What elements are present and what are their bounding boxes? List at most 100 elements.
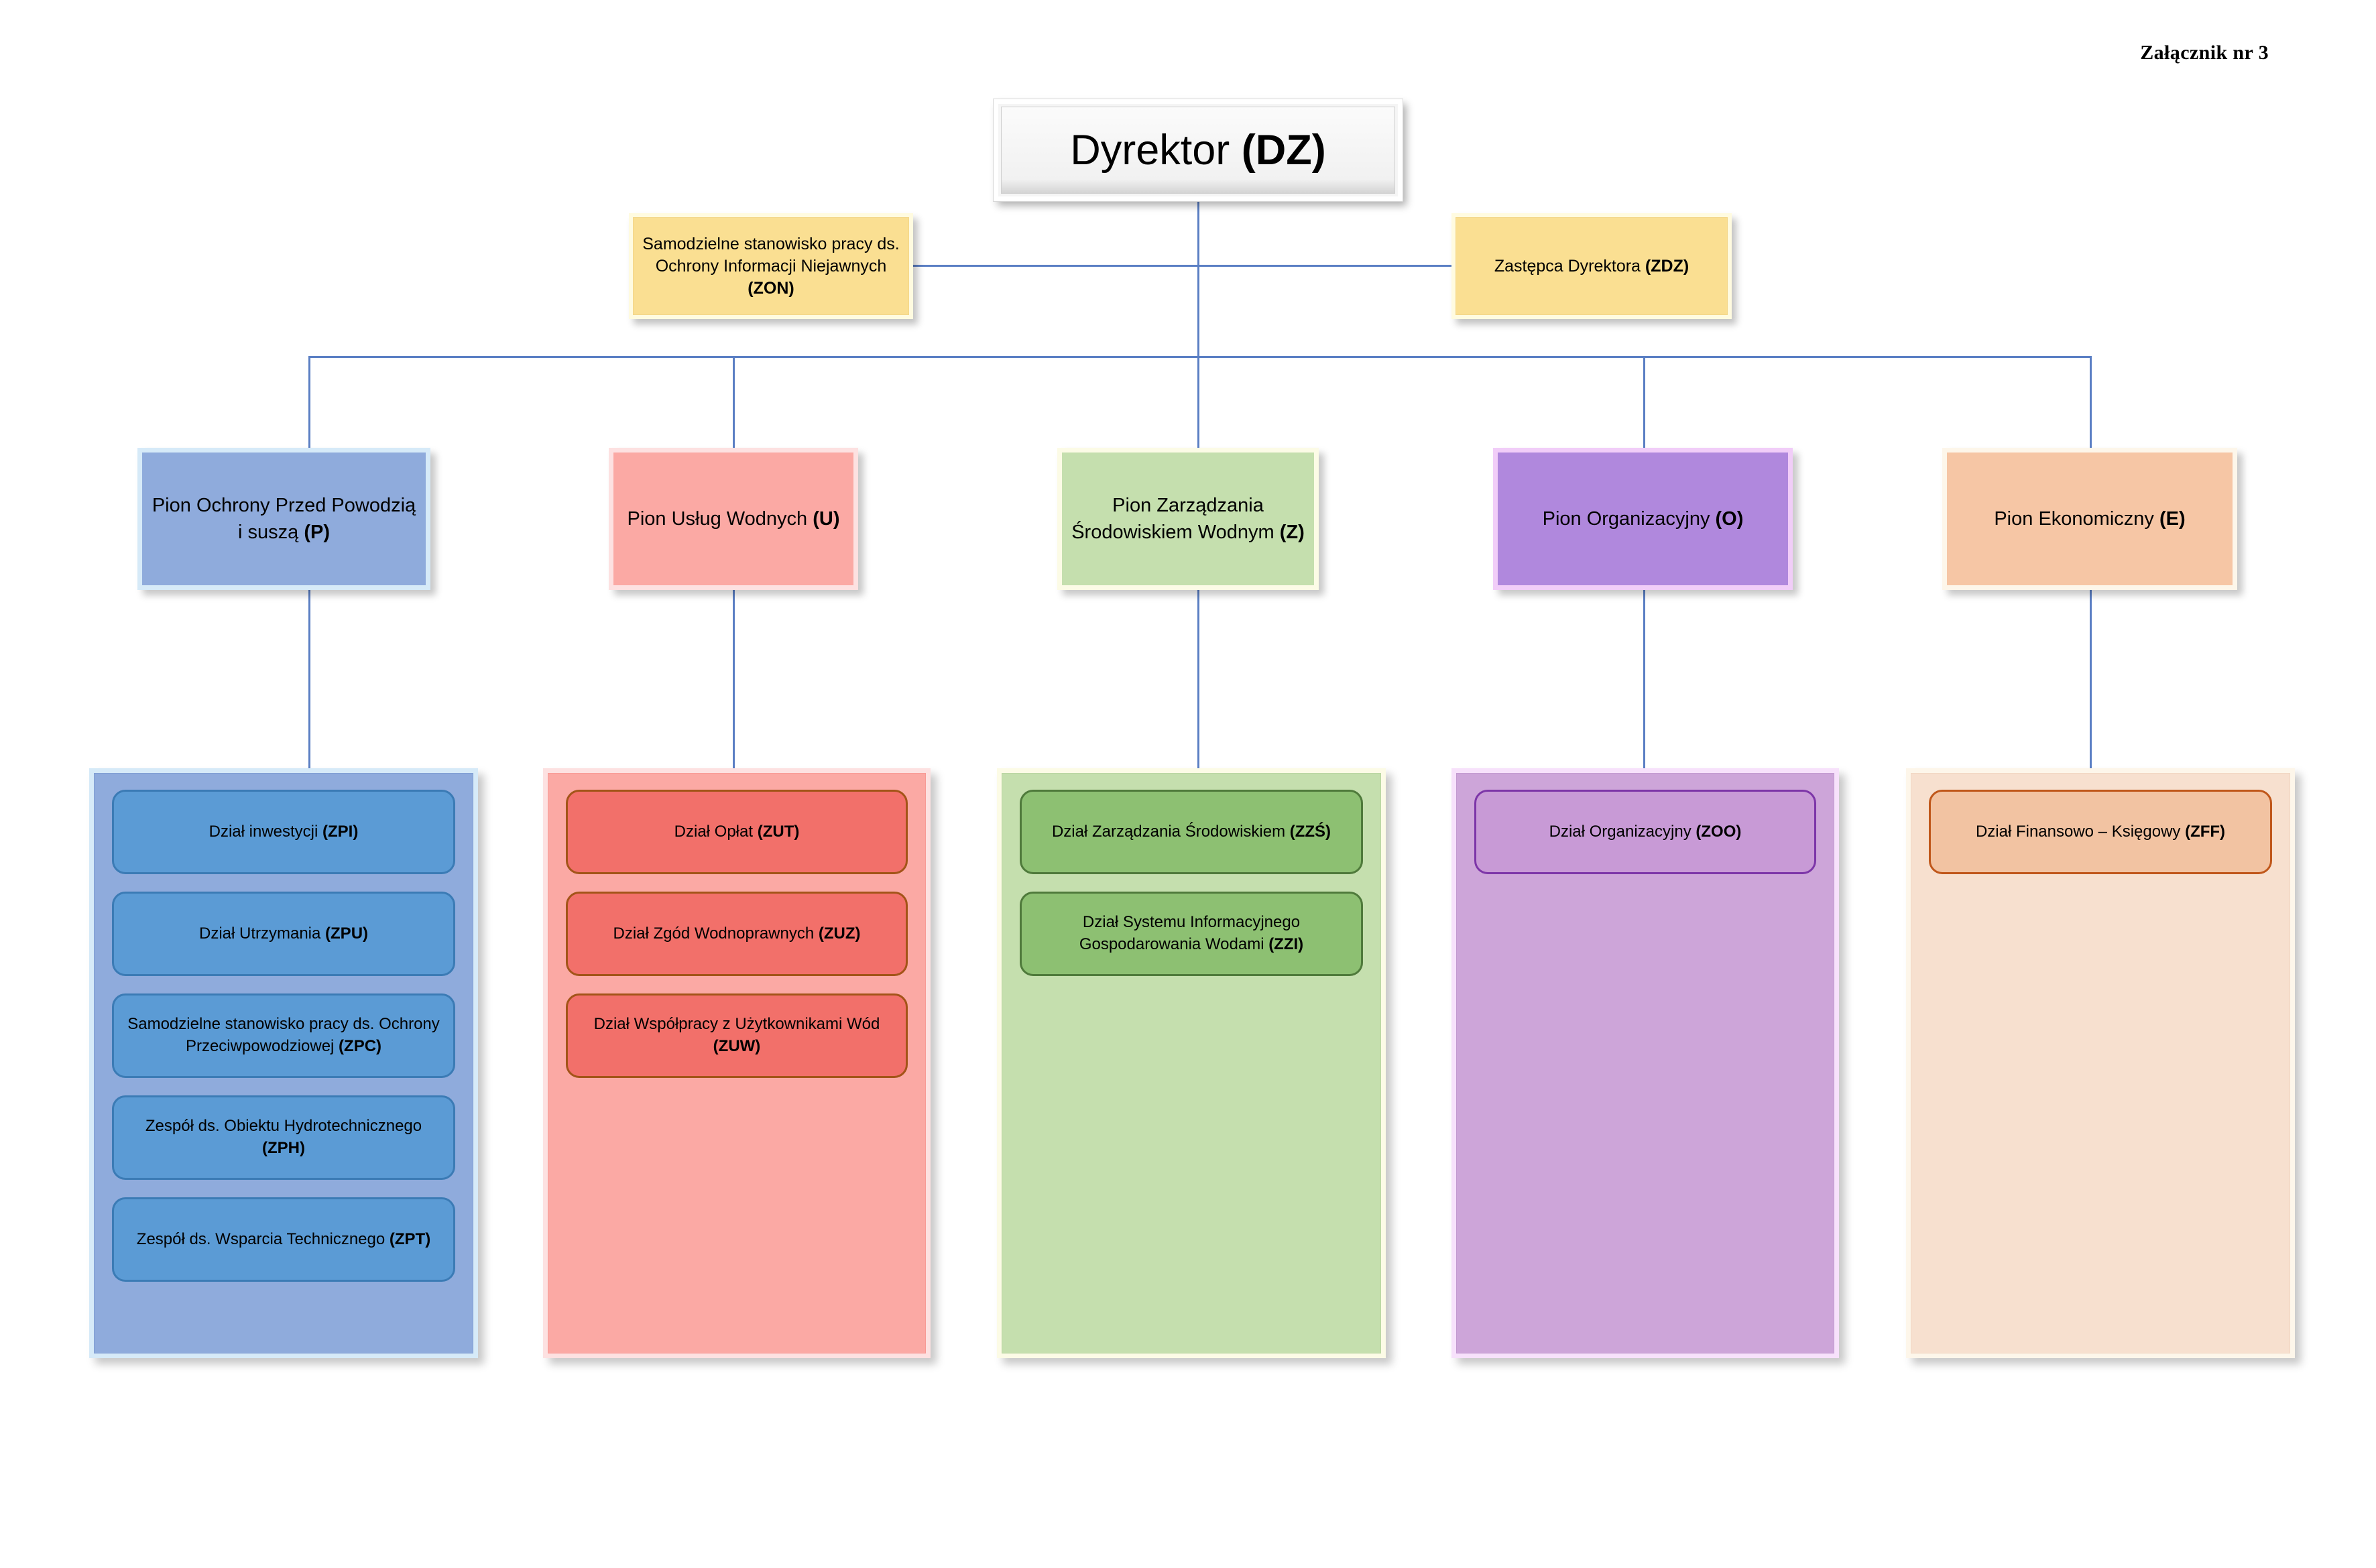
connector-drop-z	[1197, 356, 1199, 448]
division-header-u-text: Pion Usług Wodnych	[627, 507, 813, 530]
unit-zpc-label: Samodzielne stanowisko pracy ds. Ochrony…	[123, 1014, 444, 1057]
unit-zph[interactable]: Zespół ds. Obiektu Hydrotechnicznego (ZP…	[112, 1095, 455, 1180]
director-label: Dyrektor (DZ)	[1070, 128, 1326, 172]
director-box[interactable]: Dyrektor (DZ)	[994, 99, 1403, 201]
staff-box-zdz-label-code: (ZDZ)	[1645, 256, 1689, 276]
unit-zzi-text: Dział Systemu Informacyjnego Gospodarowa…	[1079, 913, 1301, 953]
unit-zff-text: Dział Finansowo – Księgowy	[1975, 822, 2186, 841]
division-header-o-label: Pion Organizacyjny (O)	[1543, 505, 1744, 532]
unit-zzs-label: Dział Zarządzania Środowiskiem (ZZŚ)	[1052, 821, 1331, 843]
director-label-text: Dyrektor	[1070, 126, 1242, 174]
unit-zpi-code: (ZPI)	[322, 822, 359, 841]
division-header-p[interactable]: Pion Ochrony Przed Powodzią i suszą (P)	[137, 448, 430, 590]
division-panel-p: Dział inwestycji (ZPI) Dział Utrzymania …	[89, 768, 478, 1358]
unit-zoo-code: (ZOO)	[1696, 822, 1742, 841]
division-panel-e: Dział Finansowo – Księgowy (ZFF)	[1906, 768, 2295, 1358]
unit-zuz-label: Dział Zgód Wodnoprawnych (ZUZ)	[613, 923, 860, 945]
division-panel-o: Dział Organizacyjny (ZOO)	[1451, 768, 1839, 1358]
unit-zut[interactable]: Dział Opłat (ZUT)	[566, 790, 908, 874]
staff-box-zdz-fill: Zastępca Dyrektora (ZDZ)	[1456, 217, 1728, 315]
division-panel-z-fill: Dział Zarządzania Środowiskiem (ZZŚ) Dzi…	[1002, 773, 1381, 1353]
connector-header-panel-p	[308, 590, 310, 768]
connector-header-panel-u	[733, 590, 735, 768]
unit-zpt[interactable]: Zespół ds. Wsparcia Technicznego (ZPT)	[112, 1197, 455, 1282]
division-header-z[interactable]: Pion Zarządzania Środowiskiem Wodnym (Z)	[1057, 448, 1319, 590]
division-header-p-text: Pion Ochrony Przed Powodzią i suszą	[152, 494, 416, 543]
division-header-p-fill: Pion Ochrony Przed Powodzią i suszą (P)	[142, 453, 426, 585]
unit-zph-label: Zespół ds. Obiektu Hydrotechnicznego (ZP…	[123, 1115, 444, 1159]
division-header-p-label: Pion Ochrony Przed Powodzią i suszą (P)	[150, 492, 418, 546]
unit-zpt-text: Zespół ds. Wsparcia Technicznego	[136, 1229, 390, 1248]
unit-zff[interactable]: Dział Finansowo – Księgowy (ZFF)	[1929, 790, 2272, 874]
staff-box-zon-label-text: Samodzielne stanowisko pracy ds. Ochrony…	[642, 234, 900, 276]
unit-zzi[interactable]: Dział Systemu Informacyjnego Gospodarowa…	[1020, 892, 1363, 976]
division-header-u[interactable]: Pion Usług Wodnych (U)	[609, 448, 858, 590]
division-header-e-text: Pion Ekonomiczny	[1994, 507, 2159, 530]
unit-zpu-text: Dział Utrzymania	[198, 924, 326, 943]
unit-zzi-code: (ZZI)	[1268, 935, 1304, 953]
division-header-e[interactable]: Pion Ekonomiczny (E)	[1942, 448, 2237, 590]
unit-zuw-label: Dział Współpracy z Użytkownikami Wód (ZU…	[577, 1014, 896, 1057]
unit-zuw[interactable]: Dział Współpracy z Użytkownikami Wód (ZU…	[566, 993, 908, 1078]
staff-box-zdz-label: Zastępca Dyrektora (ZDZ)	[1494, 255, 1689, 278]
unit-zuz[interactable]: Dział Zgód Wodnoprawnych (ZUZ)	[566, 892, 908, 976]
division-header-o-fill: Pion Organizacyjny (O)	[1498, 453, 1788, 585]
unit-zzi-label: Dział Systemu Informacyjnego Gospodarowa…	[1031, 912, 1352, 955]
unit-zuz-text: Dział Zgód Wodnoprawnych	[613, 924, 819, 943]
unit-zzs-code: (ZZŚ)	[1289, 822, 1331, 841]
division-header-z-code: (Z)	[1279, 522, 1305, 543]
unit-zpu-code: (ZPU)	[325, 924, 369, 943]
division-header-z-text: Pion Zarządzania Środowiskiem Wodnym	[1071, 494, 1280, 543]
unit-zoo-text: Dział Organizacyjny	[1549, 822, 1696, 841]
unit-zzs[interactable]: Dział Zarządzania Środowiskiem (ZZŚ)	[1020, 790, 1363, 874]
unit-zpu[interactable]: Dział Utrzymania (ZPU)	[112, 892, 455, 976]
connector-staff-bar	[912, 265, 1453, 267]
connector-drop-o	[1643, 356, 1645, 448]
attachment-note: Załącznik nr 3	[2140, 42, 2269, 64]
connector-header-panel-o	[1643, 590, 1645, 768]
division-panel-u-fill: Dział Opłat (ZUT) Dział Zgód Wodnoprawny…	[548, 773, 926, 1353]
unit-zut-text: Dział Opłat	[674, 822, 758, 841]
division-header-o-code: (O)	[1715, 507, 1744, 530]
unit-zpi-label: Dział inwestycji (ZPI)	[209, 821, 359, 843]
division-header-o-text: Pion Organizacyjny	[1542, 507, 1716, 530]
connector-director-stem	[1197, 201, 1199, 277]
unit-zut-label: Dział Opłat (ZUT)	[674, 821, 800, 843]
staff-box-zdz[interactable]: Zastępca Dyrektora (ZDZ)	[1451, 213, 1732, 319]
connector-drop-p	[308, 356, 310, 448]
unit-zpc-code: (ZPC)	[339, 1037, 382, 1055]
unit-zpc[interactable]: Samodzielne stanowisko pracy ds. Ochrony…	[112, 993, 455, 1078]
unit-zpt-label: Zespół ds. Wsparcia Technicznego (ZPT)	[137, 1229, 430, 1251]
unit-zff-code: (ZFF)	[2185, 822, 2226, 841]
unit-zpu-label: Dział Utrzymania (ZPU)	[199, 923, 368, 945]
division-header-u-code: (U)	[813, 507, 840, 530]
unit-zuw-text: Dział Współpracy z Użytkownikami Wód	[593, 1015, 880, 1034]
staff-box-zon-label: Samodzielne stanowisko pracy ds. Ochrony…	[640, 233, 902, 300]
connector-drop-e	[2090, 356, 2092, 448]
connector-header-panel-e	[2090, 590, 2092, 768]
division-header-u-label: Pion Usług Wodnych (U)	[628, 505, 840, 532]
division-header-z-fill: Pion Zarządzania Środowiskiem Wodnym (Z)	[1062, 453, 1314, 585]
division-header-z-label: Pion Zarządzania Środowiskiem Wodnym (Z)	[1070, 492, 1306, 546]
division-panel-e-fill: Dział Finansowo – Księgowy (ZFF)	[1911, 773, 2290, 1353]
unit-zpi[interactable]: Dział inwestycji (ZPI)	[112, 790, 455, 874]
unit-zut-code: (ZUT)	[757, 822, 800, 841]
staff-box-zon-fill: Samodzielne stanowisko pracy ds. Ochrony…	[633, 217, 909, 315]
division-header-u-fill: Pion Usług Wodnych (U)	[613, 453, 853, 585]
division-header-e-label: Pion Ekonomiczny (E)	[1994, 505, 2185, 532]
unit-zoo[interactable]: Dział Organizacyjny (ZOO)	[1474, 790, 1816, 874]
director-label-code: (DZ)	[1241, 126, 1326, 174]
connector-division-bus	[308, 356, 2090, 358]
unit-zoo-label: Dział Organizacyjny (ZOO)	[1549, 821, 1742, 843]
staff-box-zon[interactable]: Samodzielne stanowisko pracy ds. Ochrony…	[629, 213, 913, 319]
division-panel-p-fill: Dział inwestycji (ZPI) Dział Utrzymania …	[94, 773, 473, 1353]
division-header-o[interactable]: Pion Organizacyjny (O)	[1493, 448, 1793, 590]
unit-zuz-code: (ZUZ)	[818, 924, 861, 943]
division-header-p-code: (P)	[304, 522, 330, 543]
unit-zzs-text: Dział Zarządzania Środowiskiem	[1051, 822, 1290, 841]
division-panel-u: Dział Opłat (ZUT) Dział Zgód Wodnoprawny…	[543, 768, 931, 1358]
unit-zuw-code: (ZUW)	[713, 1037, 761, 1055]
division-panel-o-fill: Dział Organizacyjny (ZOO)	[1456, 773, 1834, 1353]
division-header-e-fill: Pion Ekonomiczny (E)	[1947, 453, 2233, 585]
